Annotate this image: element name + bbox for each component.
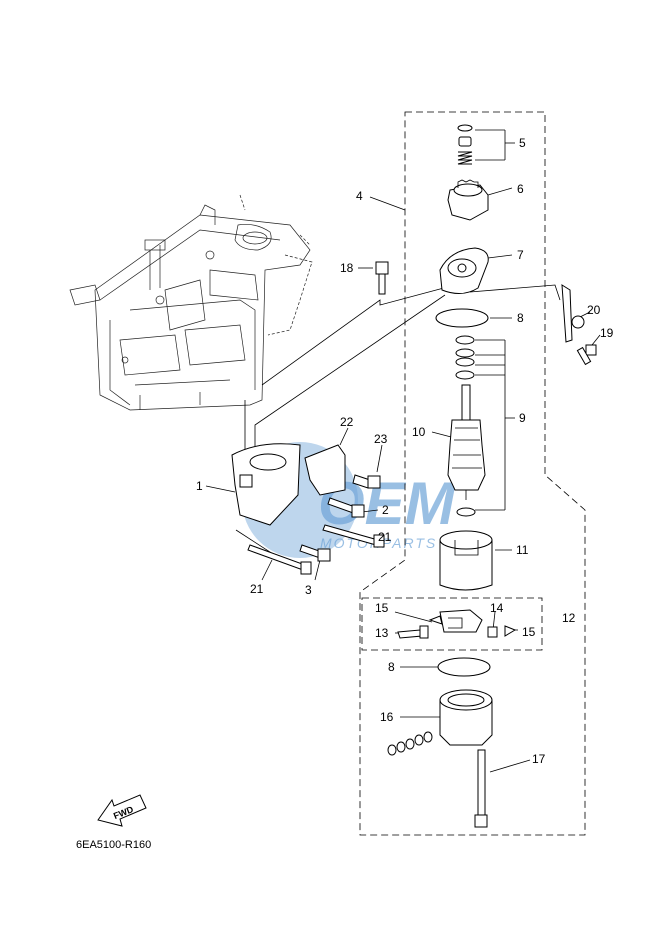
callout-5: 5 (519, 136, 526, 150)
callout-9: 9 (519, 411, 526, 425)
mounting-bracket (231, 443, 385, 575)
callout-22: 22 (340, 415, 354, 429)
callout-8: 8 (517, 311, 524, 325)
callout-23: 23 (374, 432, 388, 446)
callouts: 1 2 3 4 5 6 7 8 9 10 11 12 13 14 15 15 1… (196, 136, 614, 766)
callout-21b: 21 (250, 582, 264, 596)
callout-15a: 15 (375, 601, 389, 615)
callout-16: 16 (380, 710, 394, 724)
fwd-arrow-icon: FWD (97, 794, 147, 827)
callout-12: 12 (562, 611, 576, 625)
callout-13: 13 (375, 626, 389, 640)
callout-2: 2 (382, 503, 389, 517)
callout-21a: 21 (378, 530, 392, 544)
circlip (457, 124, 473, 132)
callout-14: 14 (490, 601, 504, 615)
callout-11: 11 (516, 543, 529, 557)
callout-3: 3 (305, 583, 312, 597)
callout-1: 1 (196, 479, 203, 493)
starter-motor (375, 124, 597, 828)
callout-17: 17 (532, 752, 546, 766)
callout-6: 6 (517, 182, 524, 196)
callout-19: 19 (600, 326, 614, 340)
callout-10: 10 (412, 425, 426, 439)
callout-18: 18 (340, 261, 354, 275)
leader-lines (205, 129, 601, 773)
engine-block (69, 194, 313, 411)
callout-7: 7 (517, 248, 524, 262)
callout-15b: 15 (522, 625, 536, 639)
assembly-outline (359, 111, 586, 836)
callout-8b: 8 (388, 660, 395, 674)
diagram-code: 6EA5100-R160 (76, 839, 151, 851)
callout-20: 20 (587, 303, 601, 317)
callout-4: 4 (356, 189, 363, 203)
